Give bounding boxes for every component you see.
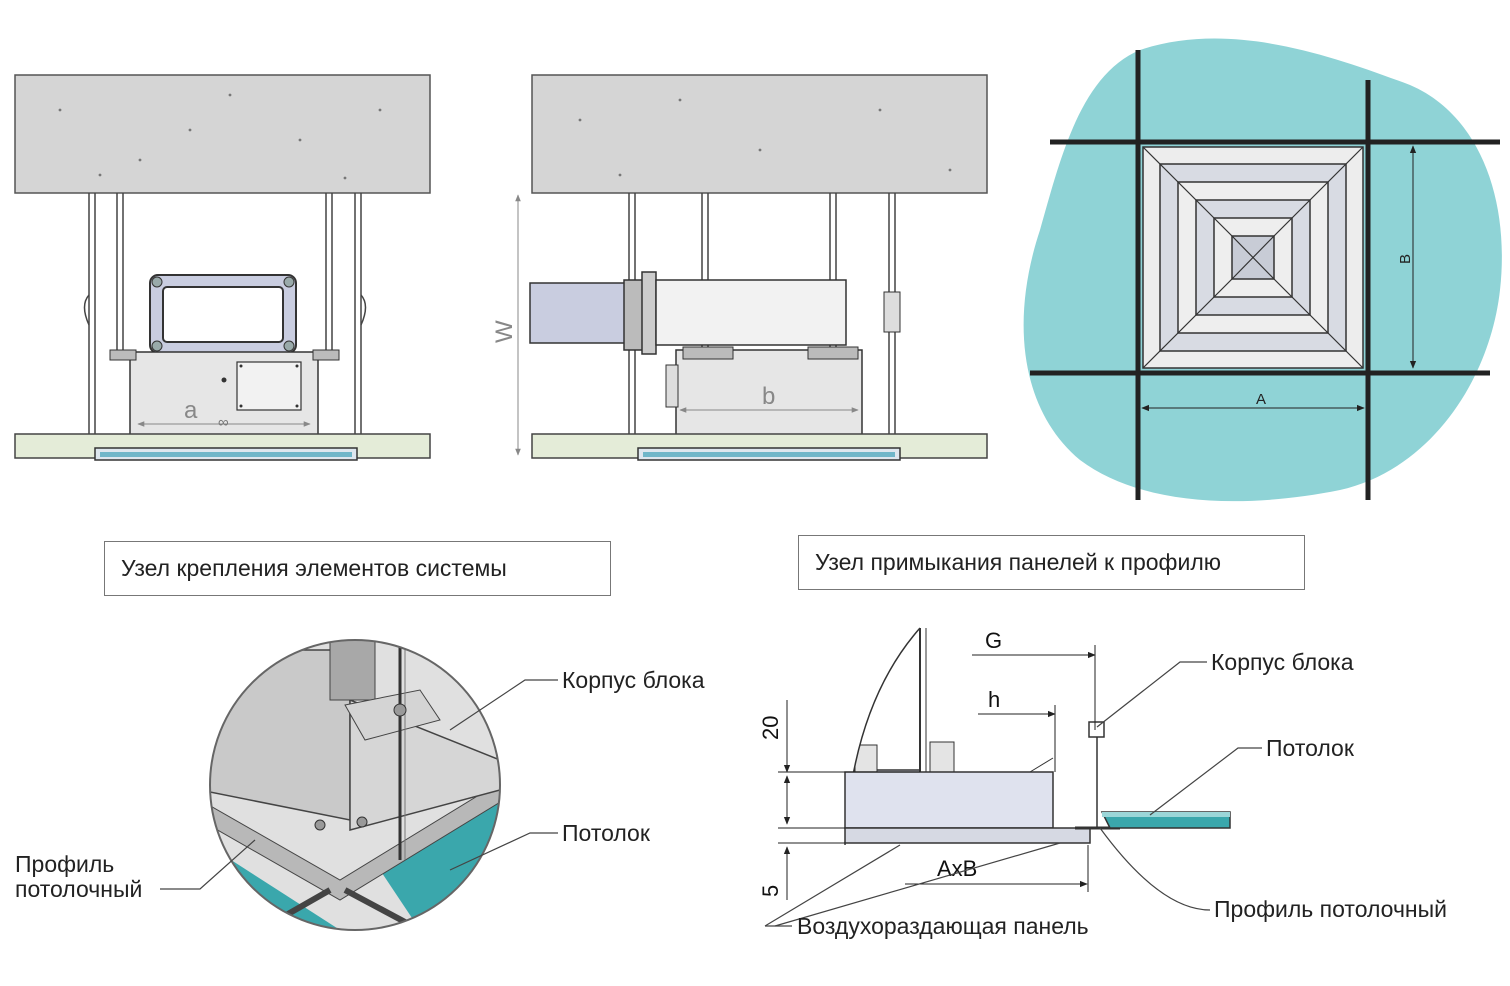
caption-junction: Узел примыкания панелей к профилю xyxy=(798,535,1305,590)
dim-b: b xyxy=(762,383,775,410)
section-panel xyxy=(844,827,1091,844)
dim-h: h xyxy=(988,687,1000,712)
front-view-left: a ∞ xyxy=(14,74,431,461)
side-view-middle: W b xyxy=(491,74,988,461)
dim-5: 5 xyxy=(758,885,783,897)
caption-junction-text: Узел примыкания панелей к профилю xyxy=(815,549,1221,575)
concrete-slab xyxy=(531,74,988,194)
dim-B: B xyxy=(1397,254,1414,264)
label-profile-detail-1: Профиль xyxy=(15,851,114,877)
label-unit-body-section: Корпус блока xyxy=(1211,649,1354,675)
dim-W: W xyxy=(491,320,518,343)
section-unit-body xyxy=(844,771,1054,829)
caption-fastening-text: Узел крепления элементов системы xyxy=(121,555,507,581)
label-panel-section: Воздухораздающая панель xyxy=(797,913,1089,939)
svg-text:∞: ∞ xyxy=(218,414,229,431)
caption-fastening: Узел крепления элементов системы xyxy=(104,541,611,596)
dim-a: a xyxy=(184,397,198,424)
dim-G: G xyxy=(985,628,1002,653)
duct xyxy=(529,282,635,344)
label-profile-section: Профиль потолочный xyxy=(1214,896,1447,922)
label-ceiling-detail: Потолок xyxy=(562,820,651,846)
label-unit-body-detail: Корпус блока xyxy=(562,667,705,693)
concrete-slab xyxy=(14,74,431,194)
label-ceiling-section: Потолок xyxy=(1266,735,1355,761)
dim-A: A xyxy=(1256,391,1266,408)
fastening-detail: Корпус блока Потолок Профиль потолочный xyxy=(15,639,705,931)
dim-20: 20 xyxy=(758,716,783,740)
junction-section: G h 20 5 AxB Корпус блока Потолок Профил… xyxy=(758,627,1447,939)
label-profile-detail-2: потолочный xyxy=(15,876,142,902)
unit-body xyxy=(675,349,863,445)
top-view-diffuser: A B xyxy=(1023,38,1502,502)
